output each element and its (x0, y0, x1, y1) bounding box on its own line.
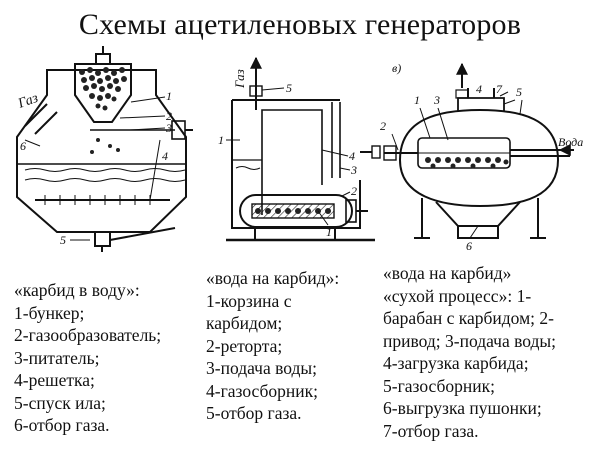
legend-item: 5-спуск ила; (14, 392, 106, 413)
diagram2-labels: Газ 1 2 3 4 5 1 (218, 69, 357, 239)
legend-item: 4-газосборник; (206, 380, 318, 401)
legend-carbide-into-water: «карбид в воду»: 1-бункер; 2-газообразов… (14, 279, 161, 437)
legend-item: 6-выгрузка пушонки; (383, 398, 542, 418)
legend-item: 1-корзина с (206, 290, 292, 311)
marker-2-2: 2 (351, 184, 357, 198)
legend-item: 1-бункер; (14, 302, 85, 323)
marker-3-2: 2 (380, 119, 386, 133)
legend-item: 5-отбор газа. (206, 403, 302, 423)
diagram3-labels: в) Вода 1 2 3 4 5 6 7 (380, 61, 583, 253)
marker-2-1b: 1 (218, 133, 224, 147)
marker-3-7: 7 (496, 82, 503, 96)
marker-1-4: 4 (162, 149, 168, 163)
marker-3-3: 3 (433, 93, 440, 107)
marker-1-3: 3 (165, 121, 172, 135)
legend-item: 2-реторта; (206, 335, 283, 356)
diagram-carbide-into-water (16, 46, 193, 252)
legend-item: 4-загрузка карбида; (383, 353, 529, 373)
legend-item: 7-отбор газа. (383, 420, 479, 441)
marker-1-2: 2 (166, 109, 172, 123)
variant-label: в) (392, 61, 401, 75)
marker-1-6: 6 (20, 139, 26, 153)
legend-item: 2-газообразователь; (14, 325, 162, 345)
page-title: Схемы ацетиленовых генераторов (78, 8, 522, 41)
legend-item: карбидом; (206, 313, 283, 333)
marker-3-6: 6 (466, 239, 472, 253)
marker-1-5: 5 (60, 233, 66, 247)
gas-label-1: Газ (15, 91, 40, 112)
diagram-dry-process (383, 62, 574, 239)
water-label: Вода (558, 135, 583, 149)
marker-2-3: 3 (350, 163, 357, 177)
legend-item: 3-подача воды; (206, 358, 318, 378)
legend-item: «сухой процесс»: 1- (383, 285, 532, 306)
legend-item: 3-питатель; (14, 347, 100, 368)
marker-3-4: 4 (476, 82, 482, 96)
legend-water-onto-carbide: «вода на карбид»: 1-корзина с карбидом; … (206, 267, 339, 425)
legend-item: привод; 3-подача воды; (383, 330, 557, 351)
legend-item: 4-решетка; (14, 370, 95, 390)
marker-3-1: 1 (414, 93, 420, 107)
diagram-water-onto-carbide (226, 56, 381, 242)
carbide-granules-hopper (79, 67, 127, 111)
marker-2-5: 5 (286, 81, 292, 95)
marker-2-1: 1 (326, 225, 332, 239)
legend-item: барабан с карбидом; 2- (383, 308, 554, 328)
legend-heading: «вода на карбид»: (206, 268, 340, 288)
gas-label-2: Газ (232, 69, 247, 89)
legend-heading: «вода на карбид» (383, 263, 512, 283)
marker-1-1: 1 (166, 89, 172, 103)
legend-heading: «карбид в воду»: (14, 280, 140, 300)
legend-dry-process: «вода на карбид» «сухой процесс»: 1- бар… (383, 262, 556, 442)
diagram1-labels: Газ 1 2 3 4 5 6 (15, 89, 172, 247)
legend-item: 6-отбор газа. (14, 415, 110, 435)
marker-2-4: 4 (349, 149, 355, 163)
marker-3-5: 5 (516, 85, 522, 99)
legend-item: 5-газосборник; (383, 375, 495, 396)
